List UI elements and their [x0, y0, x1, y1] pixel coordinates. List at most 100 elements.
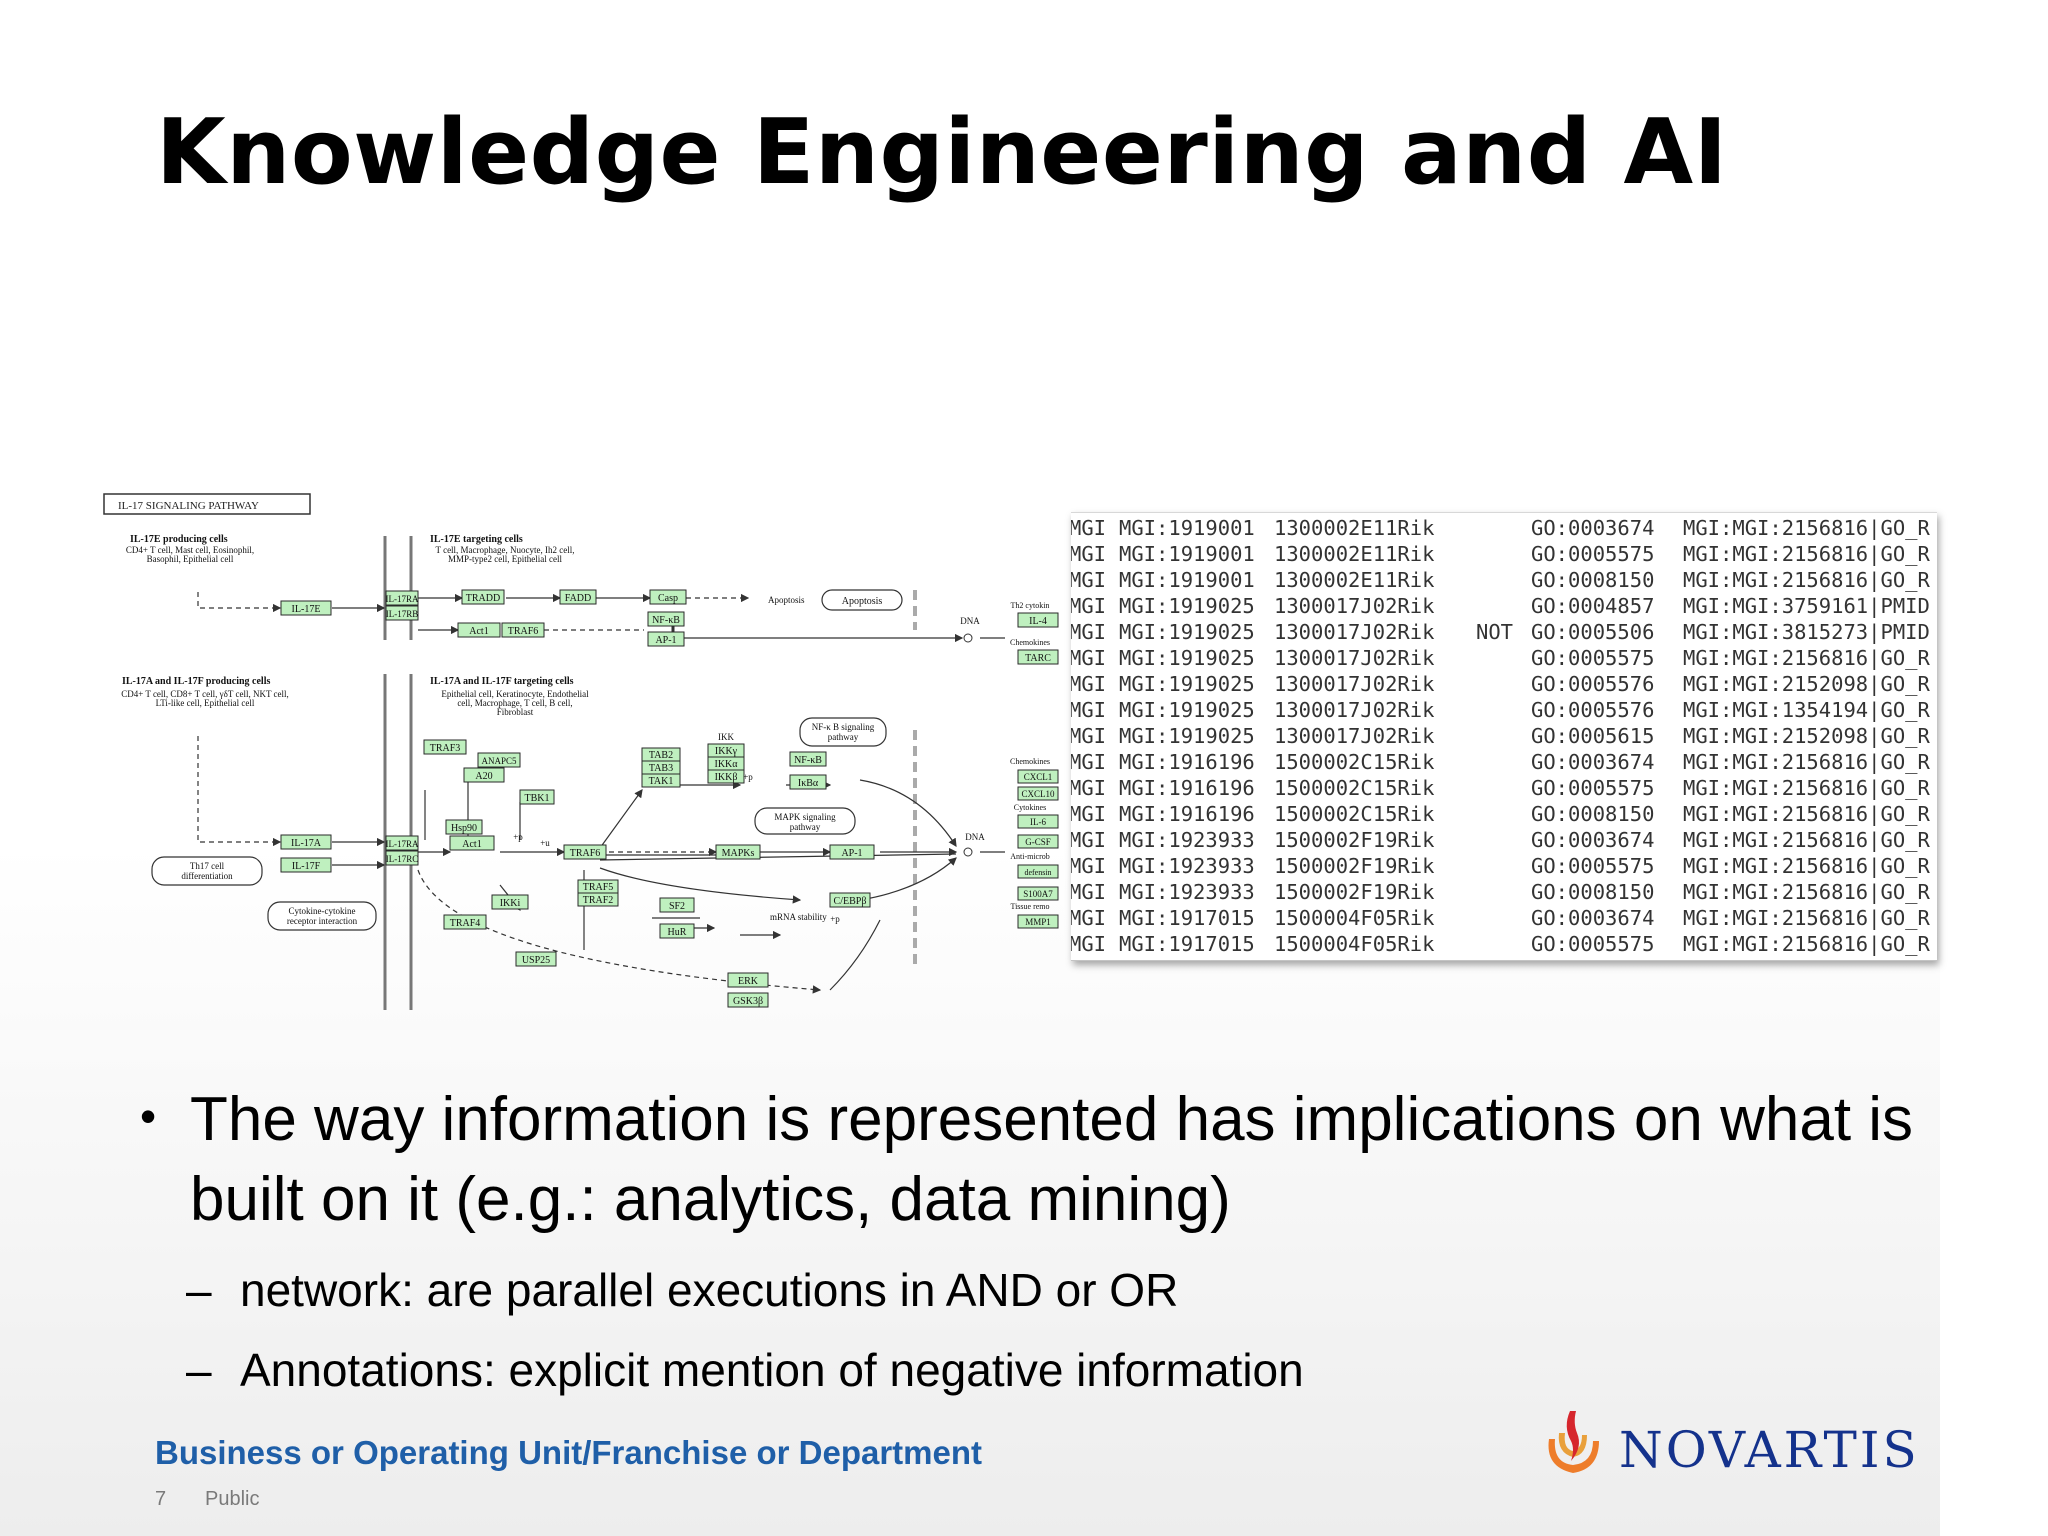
table-cell-ref: MGI:MGI:3815273|PMID	[1683, 620, 1930, 644]
node-traf4	[443, 914, 487, 930]
node-il17e	[280, 600, 332, 616]
svg-text:Chemokines: Chemokines	[1010, 638, 1050, 647]
svg-text:IL-17E producing cells: IL-17E producing cells	[130, 534, 228, 545]
svg-text:IL-6: IL-6	[1030, 817, 1046, 827]
table-cell-symbol: 1300017J02Rik	[1274, 620, 1435, 644]
table-cell-qualifier: NOT	[1476, 620, 1514, 644]
svg-text:Apoptosis: Apoptosis	[842, 596, 883, 607]
table-cell-symbol: 1300017J02Rik	[1274, 724, 1435, 748]
svg-text:IL-17RA: IL-17RA	[386, 594, 419, 604]
table-cell-go: GO:0008150	[1531, 802, 1655, 826]
svg-text:SF2: SF2	[669, 901, 685, 912]
table-cell-id: MGI:1919025	[1119, 594, 1255, 618]
svg-text:G-CSF: G-CSF	[1025, 837, 1051, 847]
svg-text:receptor interaction: receptor interaction	[287, 916, 358, 926]
svg-text:GSK3β: GSK3β	[733, 996, 763, 1007]
svg-text:pathway: pathway	[828, 732, 859, 742]
node-act1-top	[457, 622, 501, 638]
svg-text:IKKi: IKKi	[500, 898, 521, 909]
producing-cells-bottom: IL-17A and IL-17F producing cells CD4+ T…	[121, 676, 289, 708]
slide-title: Knowledge Engineering and AI	[156, 100, 1728, 205]
node-anapc5	[477, 752, 521, 768]
pathway-title-box	[103, 493, 311, 515]
svg-text:IL-17E: IL-17E	[292, 604, 321, 615]
node-traf6	[563, 844, 607, 860]
novartis-wordmark: NOVARTIS	[1619, 1421, 1920, 1479]
table-cell-id: MGI:1919025	[1119, 698, 1255, 722]
table-cell-id: MGI:1919025	[1119, 620, 1255, 644]
svg-text:AP-1: AP-1	[841, 848, 862, 859]
svg-text:IL-17RB: IL-17RB	[386, 609, 419, 619]
table-cell-id: MGI:1923933	[1119, 828, 1255, 852]
producing-cells-top: IL-17E producing cells CD4+ T cell, Mast…	[126, 534, 254, 564]
node-s100a7	[1017, 886, 1059, 901]
table-cell-src: MGI	[1071, 542, 1107, 566]
node-tradd	[461, 589, 505, 605]
table-cell-ref: MGI:MGI:2156816|GO_R	[1683, 828, 1930, 852]
table-cell-go: GO:0005575	[1531, 542, 1655, 566]
svg-text:NF-κ B signaling: NF-κ B signaling	[812, 722, 875, 732]
table-cell-symbol: 1500002C15Rik	[1274, 802, 1435, 826]
table-cell-src: MGI	[1071, 724, 1107, 748]
svg-text:Act1: Act1	[462, 839, 481, 850]
table-cell-ref: MGI:MGI:1354194|GO_R	[1683, 698, 1930, 722]
node-il6	[1017, 814, 1059, 829]
dna-marker-top	[963, 633, 973, 643]
sub-bullet-text: network: are parallel executions in AND …	[240, 1264, 1179, 1316]
table-cell-ref: MGI:MGI:2156816|GO_R	[1683, 568, 1930, 592]
svg-text:IKK: IKK	[718, 732, 734, 742]
table-cell-ref: MGI:MGI:2156816|GO_R	[1683, 516, 1930, 540]
svg-text:IL-17RC: IL-17RC	[386, 854, 419, 864]
node-fadd	[559, 589, 597, 605]
svg-text:TRADD: TRADD	[466, 593, 500, 604]
pathway-reference-boxes	[151, 589, 903, 931]
svg-text:MAPKs: MAPKs	[722, 848, 755, 859]
svg-text:TRAF2: TRAF2	[583, 895, 614, 906]
table-cell-id: MGI:1917015	[1119, 906, 1255, 930]
svg-text:IL-17A and IL-17F producing ce: IL-17A and IL-17F producing cells	[122, 676, 270, 687]
table-cell-go: GO:0005576	[1531, 672, 1655, 696]
node-usp25	[515, 951, 557, 967]
svg-text:AP-1: AP-1	[655, 635, 676, 646]
pathway-edges	[197, 592, 1005, 994]
gene-nodes: IL-17E IL-17RA IL-17RB TRADD FADD Casp A…	[280, 589, 1059, 1008]
node-ikki	[491, 894, 529, 910]
table-cell-id: MGI:1923933	[1119, 880, 1255, 904]
svg-text:Anti-microb: Anti-microb	[1010, 852, 1050, 861]
svg-text:TAB3: TAB3	[649, 763, 673, 774]
svg-text:IκBα: IκBα	[798, 778, 819, 789]
svg-text:+p: +p	[513, 832, 523, 842]
novartis-flame-icon	[1548, 1411, 1599, 1473]
table-cell-src: MGI	[1071, 568, 1107, 592]
svg-text:Act1: Act1	[469, 626, 488, 637]
svg-text:TRAF6: TRAF6	[570, 848, 601, 859]
table-cell-symbol: 1500002C15Rik	[1274, 750, 1435, 774]
sub-bullet-text: Annotations: explicit mention of negativ…	[240, 1344, 1304, 1396]
node-hsp90	[445, 819, 483, 835]
table-cell-id: MGI:1919025	[1119, 724, 1255, 748]
svg-text:TRAF6: TRAF6	[508, 626, 539, 637]
node-mapks	[715, 844, 761, 860]
table-cell-id: MGI:1916196	[1119, 802, 1255, 826]
node-il17a	[280, 834, 332, 850]
svg-text:TRAF4: TRAF4	[450, 918, 481, 929]
node-il17rc	[385, 850, 419, 866]
svg-text:pathway: pathway	[790, 822, 821, 832]
svg-text:+p: +p	[743, 772, 753, 782]
sub-bullet-dash: –	[186, 1264, 212, 1316]
table-cell-id: MGI:1919001	[1119, 568, 1255, 592]
table-cell-ref: MGI:MGI:2156816|GO_R	[1683, 802, 1930, 826]
table-cell-src: MGI	[1071, 516, 1107, 540]
table-cell-src: MGI	[1071, 594, 1107, 618]
table-cell-symbol: 1500002F19Rik	[1274, 854, 1435, 878]
node-gcsf	[1017, 834, 1059, 849]
node-nfkb	[789, 751, 827, 767]
svg-text:Hsp90: Hsp90	[451, 823, 477, 834]
